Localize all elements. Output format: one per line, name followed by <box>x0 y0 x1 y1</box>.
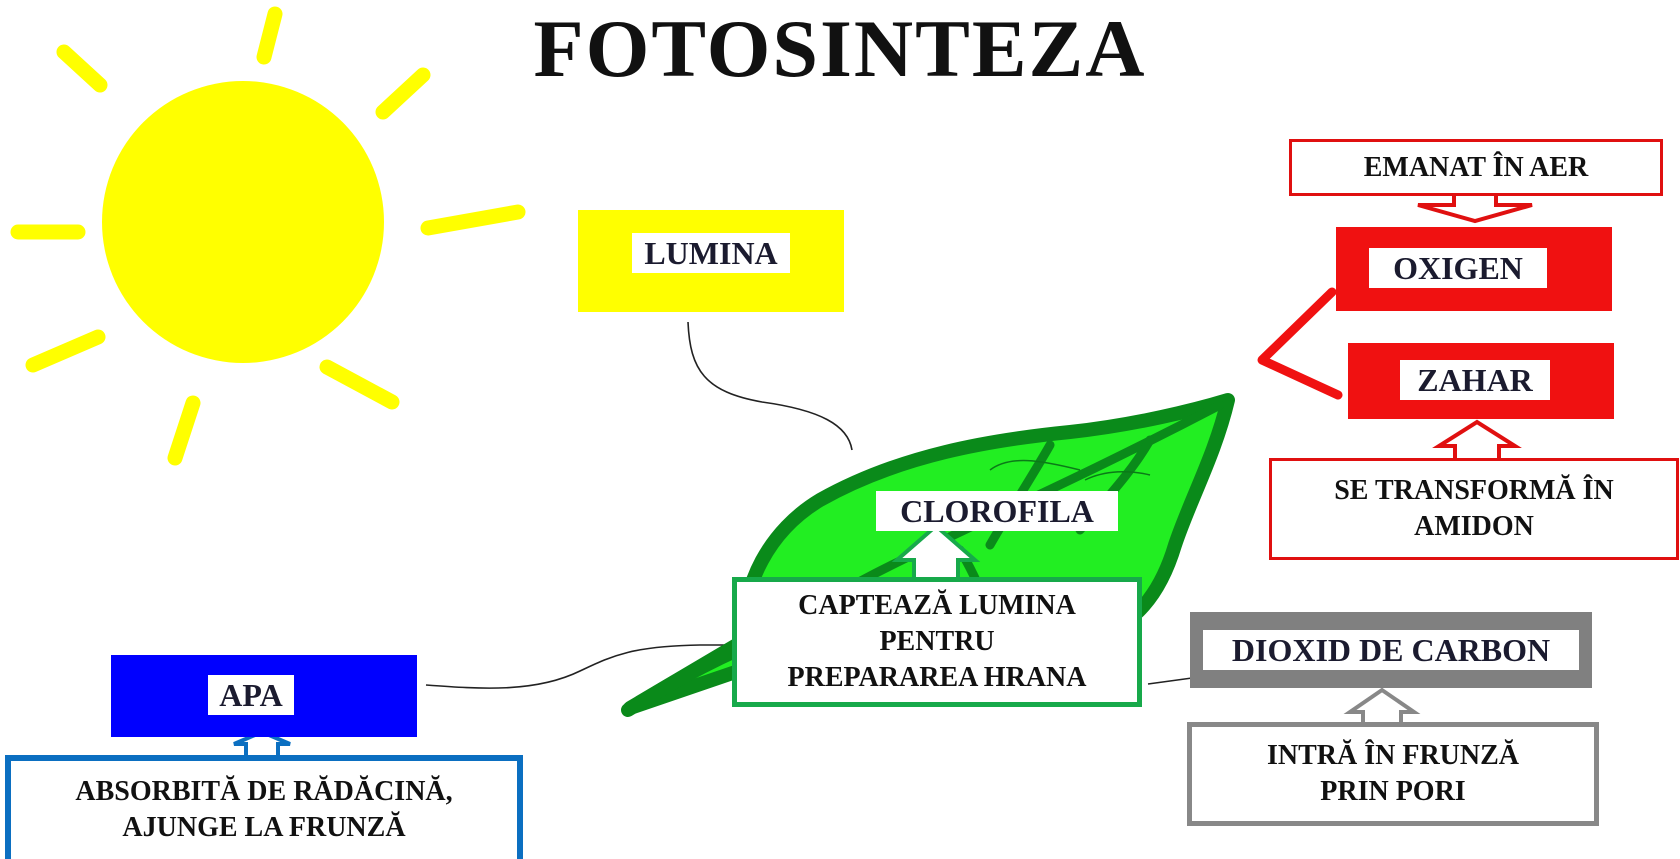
arrow-dioxid-note <box>1343 687 1421 728</box>
sun-ray <box>56 44 108 93</box>
dioxid-note-line: INTRĂ ÎN FRUNZĂ <box>1266 740 1519 771</box>
zahar-note-line: AMIDON <box>1414 511 1534 542</box>
dioxid-note: INTRĂ ÎN FRUNZĂ PRIN PORI <box>1187 722 1599 826</box>
sun-ray <box>420 204 526 236</box>
dioxid-note-line: PRIN PORI <box>1320 776 1466 807</box>
page-title: FOTOSINTEZA <box>533 3 1147 94</box>
zahar-note-line: SE TRANSFORMĂ ÎN <box>1334 475 1614 506</box>
dioxid-label: DIOXID DE CARBON <box>1203 630 1579 670</box>
sun-ray <box>25 329 106 373</box>
sun-ray <box>256 6 283 65</box>
leaf-fine-vein <box>1084 470 1151 481</box>
sun-icon <box>10 6 526 466</box>
oxigen-label: OXIGEN <box>1369 248 1547 288</box>
connector-apa-leaf <box>425 644 730 689</box>
oxigen-note: EMANAT ÎN AER <box>1289 139 1663 196</box>
clorofila-label: CLOROFILA <box>876 491 1118 531</box>
sun-disc <box>102 81 384 363</box>
connector-lumina-leaf <box>687 321 853 451</box>
leaf-fine-vein <box>989 459 1081 471</box>
apa-label: APA <box>208 675 294 715</box>
apa-note-line: ABSORBITĂ DE RĂDĂCINĂ, <box>75 776 453 807</box>
clorofila-note: CAPTEAZĂ LUMINA PENTRU PREPARAREA HRANA <box>732 577 1142 707</box>
arrow-oxigen-note <box>1417 195 1533 224</box>
connector-dioxid-leaf <box>1147 677 1193 685</box>
arrow-zahar-note <box>1432 419 1522 462</box>
apa-note-line: AJUNGE LA FRUNZĂ <box>122 812 406 843</box>
clorofila-note-line: PREPARAREA HRANA <box>787 662 1087 693</box>
zahar-note: SE TRANSFORMĂ ÎN AMIDON <box>1269 458 1679 560</box>
sun-ray <box>375 67 431 120</box>
oxigen-note-line: EMANAT ÎN AER <box>1363 151 1589 183</box>
clorofila-note-line: PENTRU <box>879 626 995 657</box>
bracket-oxigen-zahar <box>1257 287 1343 400</box>
sun-ray <box>319 359 400 410</box>
sun-ray <box>167 395 201 466</box>
lumina-label: LUMINA <box>632 233 790 273</box>
apa-note: ABSORBITĂ DE RĂDĂCINĂ, AJUNGE LA FRUNZĂ <box>5 755 523 859</box>
clorofila-note-line: CAPTEAZĂ LUMINA <box>798 590 1076 621</box>
zahar-label: ZAHAR <box>1400 360 1550 400</box>
